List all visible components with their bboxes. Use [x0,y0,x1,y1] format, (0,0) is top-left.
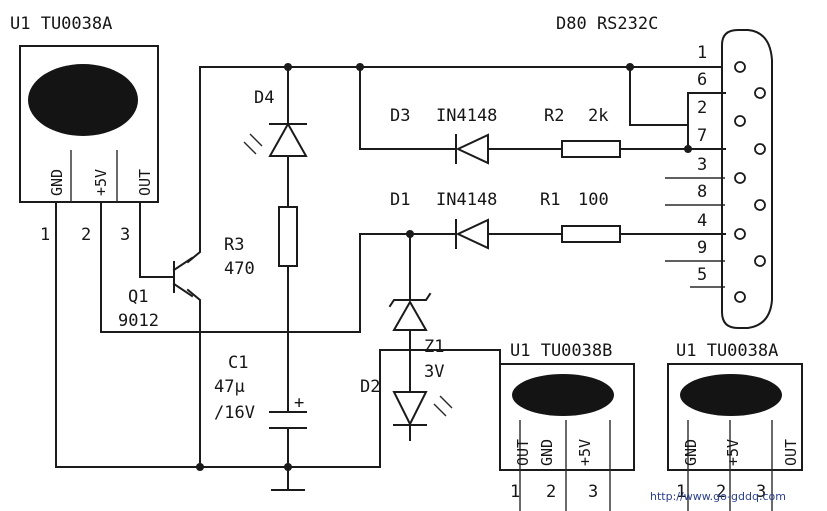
led-d2: D2 [360,377,453,427]
r3-ref: R3 [224,235,244,255]
q1-ref: Q1 [128,287,148,307]
db9-pin-5: 5 [697,265,707,285]
d3-part: IN4148 [436,106,497,126]
d1-part: IN4148 [436,190,497,210]
module-a-num-1: 1 [676,482,686,502]
module-a-pin-out: OUT [782,439,800,466]
module-main-pin-gnd: GND [48,169,66,196]
module-main-num-1: 1 [40,225,50,245]
z1-ref: Z1 [424,337,444,357]
c1-polarity: + [294,393,304,413]
q1-value: 9012 [118,311,159,331]
diode-d3: D3 IN4148 [390,106,497,165]
d4-label: D4 [254,88,274,108]
module-b-pin-out: OUT [514,439,532,466]
watermark-url: http://www.go-gddq.com [650,490,786,503]
module-main-sensor [28,64,138,136]
wires [55,66,726,491]
module-a-title: U1 TU0038A [676,341,778,361]
db9-pin-9: 9 [697,238,707,258]
db9-pin-8: 8 [697,182,707,202]
resistor-r3: R3 470 [224,206,298,279]
db9-pin-2: 2 [697,98,707,118]
c1-rating: /16V [214,403,255,423]
d2-label: D2 [360,377,380,397]
db9-pin-3: 3 [697,155,707,175]
module-b-title: U1 TU0038B [510,341,612,361]
db9-pin-4: 4 [697,211,707,231]
r1-value: 100 [578,190,609,210]
c1-ref: C1 [228,353,248,373]
module-b-pin-5v: +5V [576,439,594,466]
capacitor-c1: + C1 47μ /16V [214,353,307,429]
module-a-sensor [680,374,782,416]
led-d4: D4 [243,88,308,157]
d1-ref: D1 [390,190,410,210]
module-b-num-3: 3 [588,482,598,502]
db9-pin-6: 6 [697,70,707,90]
module-main-num-3: 3 [120,225,130,245]
r1-ref: R1 [540,190,560,210]
module-b: U1 TU0038B OUT GND +5V 1 2 3 [499,341,635,511]
module-a-pin-gnd: GND [682,439,700,466]
module-b-num-2: 2 [546,482,556,502]
resistor-r2: R2 2k [544,106,621,158]
resistor-r1: R1 100 [540,190,621,243]
diode-d1: D1 IN4148 [390,190,497,250]
module-b-pin-gnd: GND [538,439,556,466]
connector-title: D80 RS232C [556,14,658,34]
module-main-num-2: 2 [81,225,91,245]
module-a-num-3: 3 [756,482,766,502]
r2-ref: R2 [544,106,564,126]
module-a-num-2: 2 [716,482,726,502]
transistor-q1: Q1 9012 [118,256,194,331]
module-main-pin-5v: +5V [92,169,110,196]
module-main: U1 TU0038A GND +5V OUT 1 2 3 [10,14,159,245]
r3-value: 470 [224,259,255,279]
junctions [196,63,692,471]
d3-ref: D3 [390,106,410,126]
module-main-pin-out: OUT [136,169,154,196]
z1-value: 3V [424,362,444,382]
db9-pin-7: 7 [697,126,707,146]
module-a: U1 TU0038A GND +5V OUT 1 2 3 [667,341,803,511]
module-b-num-1: 1 [510,482,520,502]
connector-rs232: D80 RS232C 1 6 2 7 3 8 4 9 5 [556,14,773,329]
r2-value: 2k [588,106,608,126]
module-b-sensor [512,374,614,416]
db9-pin-1: 1 [697,43,707,63]
zener-z1: Z1 3V [388,292,444,382]
module-a-pin-5v: +5V [724,439,742,466]
module-main-title: U1 TU0038A [10,14,112,34]
c1-value: 47μ [214,377,245,397]
